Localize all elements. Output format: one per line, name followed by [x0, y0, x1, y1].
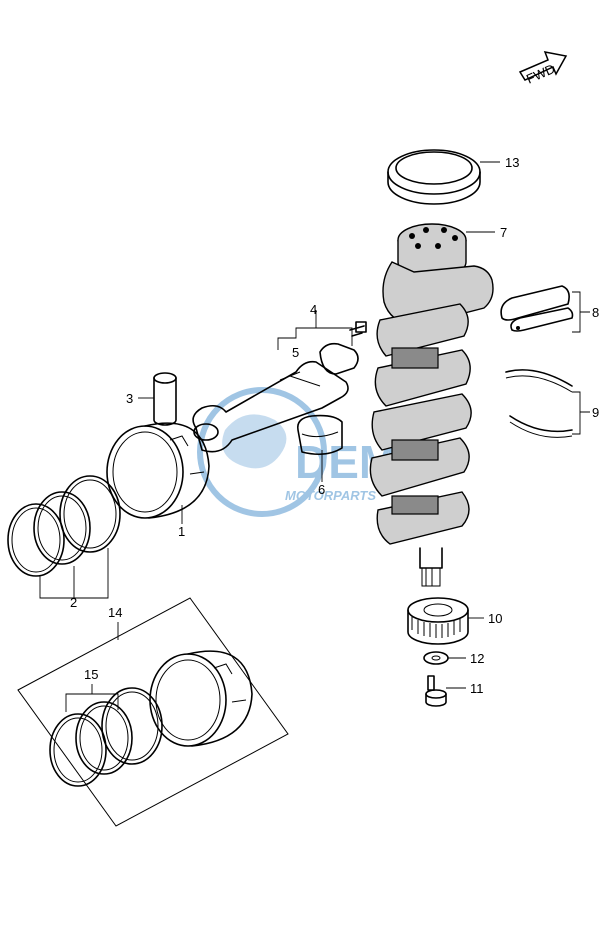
- piston-pin: [153, 372, 177, 426]
- piston-rings-set: [49, 687, 163, 787]
- piston-rings: [7, 475, 121, 577]
- bolt: [425, 675, 447, 707]
- oil-seal: [387, 149, 481, 205]
- connecting-rod: [192, 321, 367, 453]
- callout-15: 15: [84, 667, 98, 682]
- callout-4: 4: [310, 302, 317, 317]
- callout-13: 13: [505, 155, 519, 170]
- piston: [106, 422, 210, 519]
- callout-3: 3: [126, 391, 133, 406]
- crankshaft: [369, 223, 494, 587]
- callout-11: 11: [470, 681, 484, 696]
- main-bearing: [500, 285, 574, 332]
- callout-14: 14: [108, 605, 122, 620]
- watermark-sub: MOTORPARTS: [285, 488, 376, 503]
- callout-12: 12: [470, 651, 484, 666]
- callout-10: 10: [488, 611, 502, 626]
- watermark: DEM MOTORPARTS: [197, 387, 397, 517]
- callout-6: 6: [318, 482, 325, 497]
- piston-in-set: [149, 650, 253, 747]
- callout-9: 9: [592, 405, 599, 420]
- thrust-washer: [505, 369, 573, 438]
- callout-7: 7: [500, 225, 507, 240]
- callout-5: 5: [292, 345, 299, 360]
- piston-set-box: [17, 597, 289, 827]
- fwd-label: FWD: [524, 61, 557, 87]
- callout-1: 1: [178, 524, 185, 539]
- crank-gear: [407, 597, 469, 645]
- callout-8: 8: [592, 305, 599, 320]
- callout-2: 2: [70, 595, 77, 610]
- washer: [423, 651, 449, 665]
- conrod-bearing: [296, 414, 343, 456]
- fwd-arrow-icon: FWD: [518, 51, 568, 87]
